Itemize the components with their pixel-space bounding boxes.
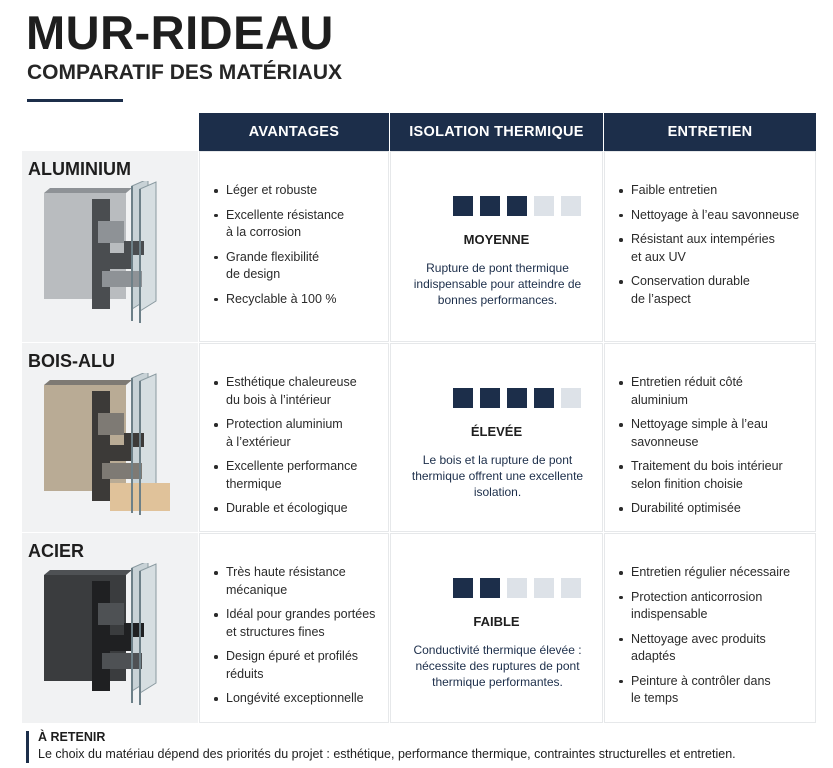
material-name: ALUMINIUM <box>28 159 131 179</box>
maintenance-item: Nettoyage avec produits adaptés <box>619 631 804 666</box>
advantages-list: Esthétique chaleureuse du bois à l’intér… <box>214 374 384 525</box>
maintenance-item: Peinture à contrôler dans le temps <box>619 673 804 708</box>
material-profile-image <box>40 178 180 336</box>
rating-square <box>453 196 473 216</box>
advantage-item: Recyclable à 100 % <box>214 291 384 309</box>
rating-square <box>453 578 473 598</box>
material-cell: BOIS-ALU <box>22 343 198 532</box>
insulation-rating <box>453 388 581 408</box>
insulation-description: Rupture de pont thermique indispensable … <box>413 261 582 307</box>
maintenance-item: Nettoyage simple à l’eau savonneuse <box>619 416 804 451</box>
advantage-item: Longévité exceptionnelle <box>214 690 384 708</box>
insulation-level: ÉLEVÉE <box>470 424 523 439</box>
maintenance-item: Traitement du bois intérieur selon finit… <box>619 458 804 493</box>
insulation-rating <box>453 578 581 598</box>
material-name: ACIER <box>28 541 85 561</box>
advantage-item: Idéal pour grandes portées et structures… <box>214 606 384 641</box>
advantage-item: Protection aluminium à l’extérieur <box>214 416 384 451</box>
advantage-item: Durable et écologique <box>214 500 384 518</box>
page-subtitle: COMPARATIF DES MATÉRIAUX <box>27 61 342 84</box>
rating-square <box>561 388 581 408</box>
insulation-cell: ÉLEVÉE Le bois et la rupture de pont ther… <box>390 343 603 532</box>
rating-square <box>507 196 527 216</box>
advantage-item: Design épuré et profilés réduits <box>214 648 384 683</box>
material-cell: ALUMINIUM <box>22 151 198 342</box>
rating-square <box>534 578 554 598</box>
maintenance-item: Conservation durable de l’aspect <box>619 273 804 308</box>
rating-square <box>480 388 500 408</box>
material-profile-image <box>40 560 180 718</box>
advantage-item: Léger et robuste <box>214 182 384 200</box>
material-name: BOIS-ALU <box>28 351 115 371</box>
table-row: BOIS-ALU Esthétique chaleureuse du bois à… <box>22 343 816 532</box>
insulation-cell: FAIBLE Conductivité thermique élevée : né… <box>390 533 603 723</box>
insulation-rating <box>453 196 581 216</box>
rating-square <box>480 196 500 216</box>
advantage-item: Excellente résistance à la corrosion <box>214 207 384 242</box>
rating-square <box>507 388 527 408</box>
rating-square <box>507 578 527 598</box>
insulation-level: FAIBLE <box>473 614 520 629</box>
advantage-item: Esthétique chaleureuse du bois à l’intér… <box>214 374 384 409</box>
rating-square <box>480 578 500 598</box>
rating-square <box>453 388 473 408</box>
maintenance-item: Nettoyage à l’eau savonneuse <box>619 207 804 225</box>
rating-square <box>561 196 581 216</box>
rating-square <box>534 388 554 408</box>
advantage-item: Très haute résistance mécanique <box>214 564 384 599</box>
maintenance-item: Durabilité optimisée <box>619 500 804 518</box>
rating-square <box>534 196 554 216</box>
maintenance-item: Entretien régulier nécessaire <box>619 564 804 582</box>
insulation-description: Conductivité thermique élevée : nécessit… <box>413 643 582 689</box>
material-cell: ACIER <box>22 533 198 723</box>
material-profile-image <box>40 370 180 528</box>
page-title: MUR-RIDEAU <box>26 6 334 59</box>
title-underline <box>27 99 123 102</box>
footer-text: Le choix du matériau dépend des priorité… <box>38 747 736 761</box>
advantages-cell: Esthétique chaleureuse du bois à l’intér… <box>199 343 389 532</box>
rating-square <box>561 578 581 598</box>
insulation-level: MOYENNE <box>463 232 530 247</box>
insulation-description: Le bois et la rupture de pont thermique … <box>411 453 584 499</box>
advantage-item: Excellente performance thermique <box>214 458 384 493</box>
footer-title: À RETENIR <box>38 730 106 744</box>
column-header-insulation: ISOLATION THERMIQUE <box>390 113 603 151</box>
maintenance-item: Protection anticorrosion indispensable <box>619 589 804 624</box>
maintenance-item: Faible entretien <box>619 182 804 200</box>
maintenance-item: Résistant aux intempéries et aux UV <box>619 231 804 266</box>
column-header-maintenance: ENTRETIEN <box>604 113 816 151</box>
column-header-advantages: AVANTAGES <box>199 113 389 151</box>
maintenance-item: Entretien réduit côté aluminium <box>619 374 804 409</box>
footer-accent-bar <box>26 731 29 763</box>
insulation-cell: MOYENNE Rupture de pont thermique indispe… <box>390 151 603 342</box>
advantage-item: Grande flexibilité de design <box>214 249 384 284</box>
